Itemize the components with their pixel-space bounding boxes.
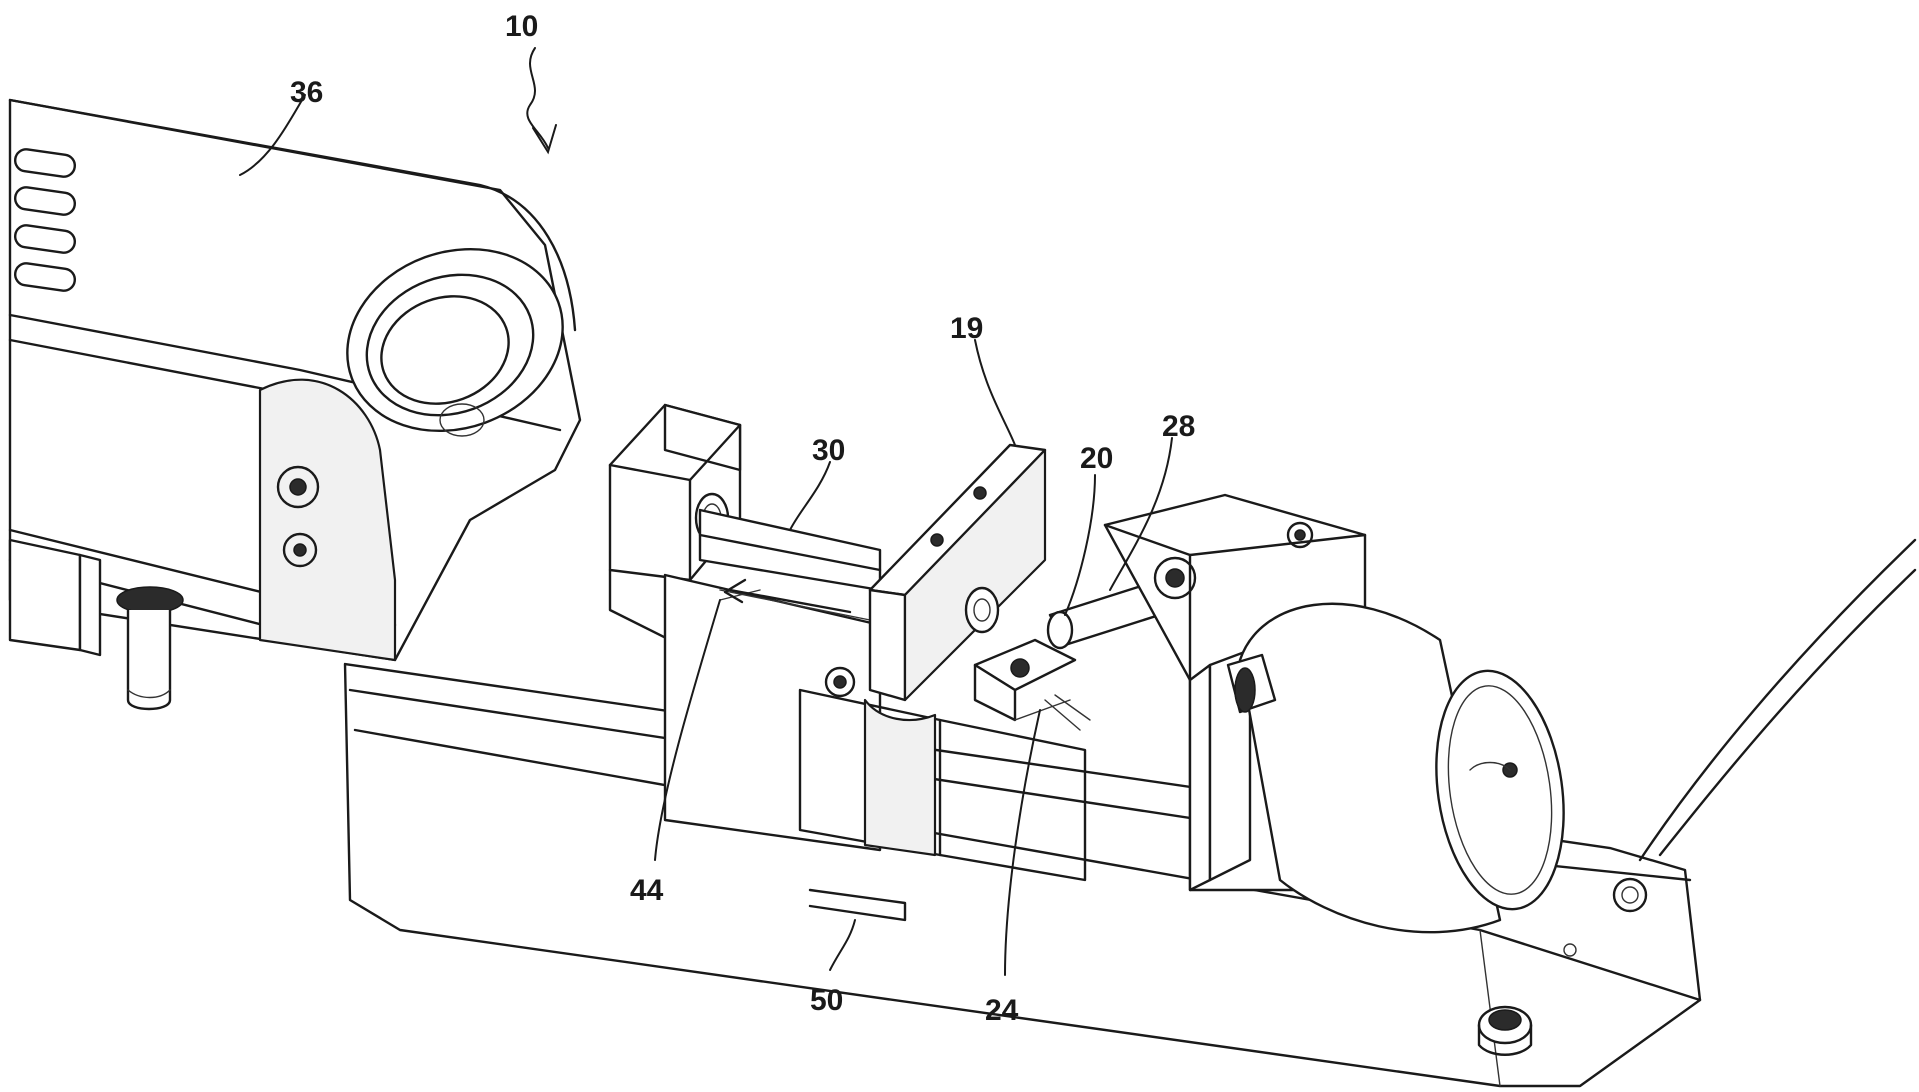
cable bbox=[1658, 568, 1917, 857]
shaft-30 bbox=[698, 508, 882, 621]
leader-20 bbox=[1064, 474, 1096, 616]
reference-labels: 10 36 19 30 20 28 44 50 24 bbox=[290, 10, 1195, 1027]
leader-36 bbox=[239, 94, 306, 176]
leader-19 bbox=[974, 339, 1016, 446]
leader-28 bbox=[1109, 437, 1173, 591]
leader-30 bbox=[789, 461, 831, 531]
leader-24 bbox=[1004, 709, 1041, 976]
label-24: 24 bbox=[985, 994, 1019, 1027]
pulley bbox=[346, 247, 564, 437]
label-19: 19 bbox=[950, 312, 983, 345]
label-30: 30 bbox=[812, 434, 845, 467]
leader-50 bbox=[829, 919, 856, 971]
label-50: 50 bbox=[810, 984, 843, 1017]
leader-lines bbox=[239, 47, 1173, 976]
label-28: 28 bbox=[1162, 410, 1195, 443]
label-44: 44 bbox=[630, 874, 664, 907]
leader-44 bbox=[654, 599, 721, 861]
center-frame bbox=[663, 573, 1087, 882]
arm-36 bbox=[8, 98, 582, 711]
leader-10 bbox=[526, 47, 549, 149]
bolt bbox=[116, 586, 184, 711]
indicator-50 bbox=[808, 888, 907, 922]
label-10: 10 bbox=[505, 10, 538, 43]
label-20: 20 bbox=[1080, 442, 1113, 475]
label-36: 36 bbox=[290, 76, 323, 109]
arm-slots bbox=[13, 148, 77, 292]
block-19 bbox=[868, 443, 1047, 702]
motor bbox=[1226, 602, 1565, 934]
slider-20 bbox=[964, 586, 1091, 731]
corner-bolt bbox=[1477, 1005, 1533, 1056]
